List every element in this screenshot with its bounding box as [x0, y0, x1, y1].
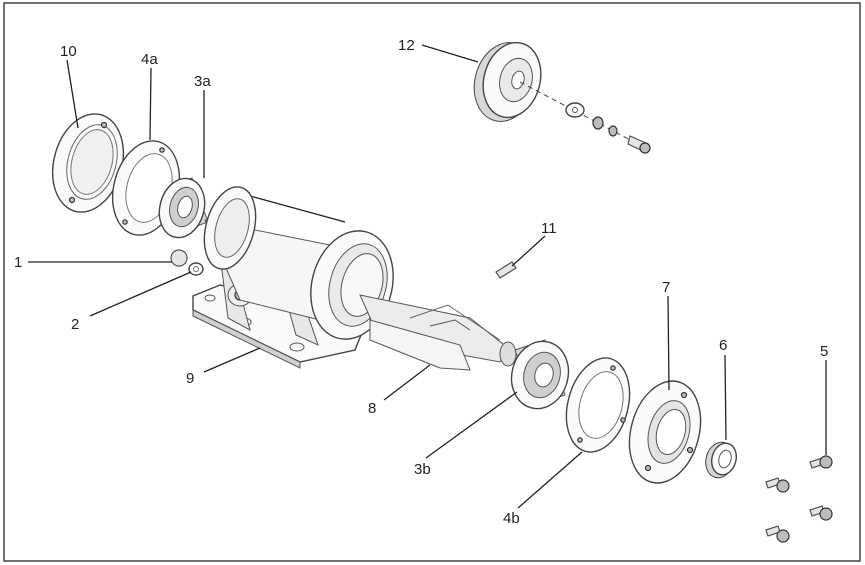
part-8-shaft — [359, 294, 517, 371]
leader-11 — [511, 235, 546, 267]
label-3b: 3b — [414, 461, 431, 478]
part-7-end-cover — [628, 380, 702, 484]
leader-4a — [149, 67, 152, 141]
label-11: 11 — [541, 220, 557, 237]
label-2: 2 — [71, 316, 79, 333]
leader-10 — [66, 59, 79, 129]
part-3b-bearing — [510, 339, 570, 410]
leader-2 — [89, 271, 192, 317]
part-2-washer — [188, 262, 204, 276]
leader-3b — [425, 391, 518, 459]
leader-lines — [28, 44, 827, 509]
part-labels: 10 4a 3a 12 11 1 2 9 8 7 6 5 3b 4b — [14, 37, 828, 527]
label-4a: 4a — [141, 51, 158, 68]
label-1: 1 — [14, 254, 22, 271]
label-12: 12 — [398, 37, 415, 54]
part-4b-gasket — [565, 357, 631, 453]
label-10: 10 — [60, 43, 77, 60]
part-1-plug — [170, 249, 188, 267]
label-6: 6 — [719, 337, 727, 354]
label-4b: 4b — [503, 510, 520, 527]
label-8: 8 — [368, 400, 376, 417]
part-10-cover-plate — [52, 113, 124, 213]
label-7: 7 — [662, 279, 670, 296]
leader-7 — [667, 295, 670, 391]
leader-8 — [383, 364, 431, 401]
leader-4b — [517, 451, 583, 509]
leader-6 — [724, 354, 727, 441]
leader-12 — [421, 44, 479, 63]
diagram-border — [3, 2, 861, 562]
label-5: 5 — [820, 343, 828, 360]
part-3a-bearing — [158, 177, 209, 239]
part-5-bolts — [765, 455, 833, 543]
part-11-key — [495, 261, 517, 279]
label-3a: 3a — [194, 73, 211, 90]
part-6-seal — [705, 441, 738, 479]
leader-9 — [203, 347, 261, 373]
part-12-pulley — [473, 41, 651, 154]
label-9: 9 — [186, 370, 194, 387]
